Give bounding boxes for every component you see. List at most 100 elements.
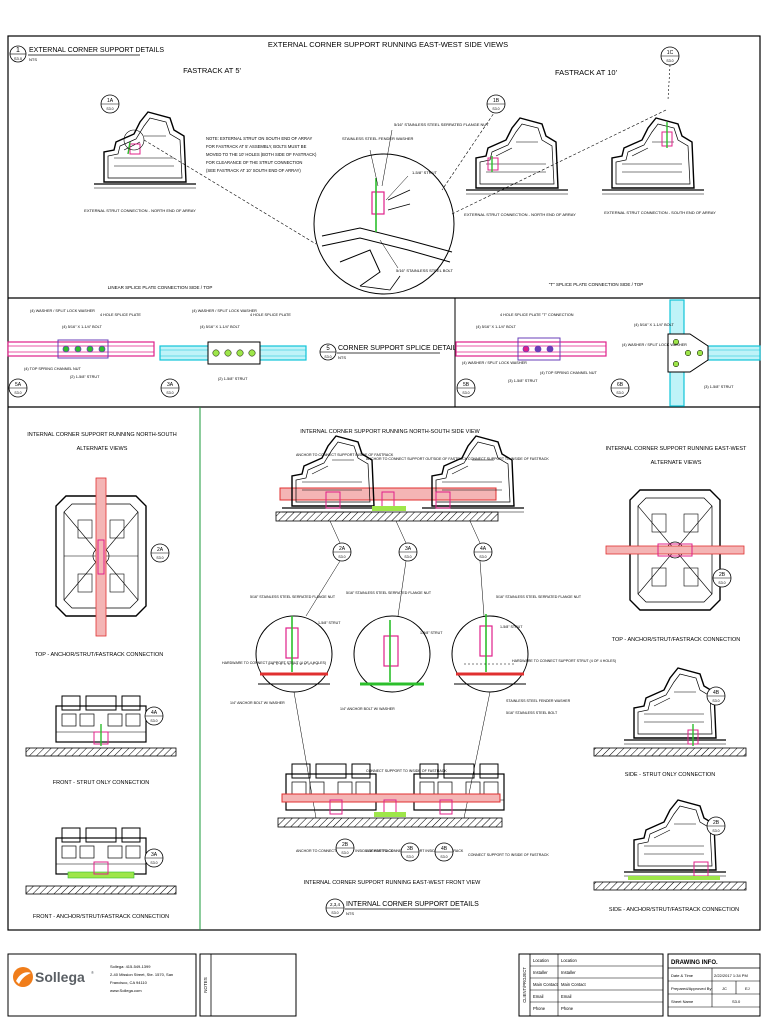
svg-text:CORNER SUPPORT SPLICE DETAILS: CORNER SUPPORT SPLICE DETAILS bbox=[338, 345, 462, 352]
right-side-view bbox=[623, 667, 727, 746]
tag-4b-right: 4B S3.0 bbox=[706, 686, 726, 706]
5a-strut-label: (2) 1-5/8" STRUT bbox=[70, 375, 100, 379]
left-top-caption: TOP - ANCHOR/STRUT/FASTRACK CONNECTION bbox=[35, 652, 163, 658]
tag-4a-mid: 4A S3.0 bbox=[473, 542, 493, 562]
svg-text:S3.0: S3.0 bbox=[106, 107, 113, 111]
tray-1a-side-view bbox=[93, 111, 197, 189]
6b-strut-label: (3) 1-5/8" STRUT bbox=[704, 385, 734, 389]
svg-text:NTS: NTS bbox=[346, 911, 354, 916]
ext-views-title: EXTERNAL CORNER SUPPORT RUNNING EAST-WES… bbox=[268, 40, 508, 49]
field-value-contact: Main Contact bbox=[561, 982, 587, 987]
svg-text:6B: 6B bbox=[617, 382, 624, 388]
svg-text:S3.0: S3.0 bbox=[150, 719, 157, 723]
svg-text:FOR CLEARANCE OF THE STRUT CON: FOR CLEARANCE OF THE STRUT CONNECTION bbox=[206, 160, 302, 165]
svg-text:S3.0: S3.0 bbox=[166, 391, 173, 395]
fastrack-10-label: FASTRACK AT 10' bbox=[555, 68, 618, 77]
field-label-phone: Phone bbox=[533, 1006, 546, 1011]
svg-text:S3.0: S3.0 bbox=[492, 107, 499, 111]
linear-splice-label: LINEAR SPLICE PLATE CONNECTION SIDE / TO… bbox=[108, 285, 213, 290]
right-title-1: INTERNAL CORNER SUPPORT RUNNING EAST-WES… bbox=[606, 446, 747, 452]
svg-text:2B: 2B bbox=[713, 820, 720, 826]
svg-text:1C: 1C bbox=[667, 50, 674, 56]
5b-strut-label: (3) 1-5/8" STRUT bbox=[508, 379, 538, 383]
mid-detail-circle-1 bbox=[255, 615, 333, 693]
tray-1c-side-view bbox=[601, 117, 705, 195]
mid-lbl-strut: 1-5/8" STRUT bbox=[318, 621, 341, 625]
svg-text:(SEE FASTRACK AT 10' SOUTH END: (SEE FASTRACK AT 10' SOUTH END OF ARRAY) bbox=[206, 168, 301, 173]
svg-text:4B: 4B bbox=[713, 690, 720, 696]
left-front2-caption: FRONT - ANCHOR/STRUT/FASTRACK CONNECTION bbox=[33, 914, 169, 920]
leader-3a-top bbox=[395, 520, 407, 544]
info-label-date: Date & Time bbox=[671, 973, 694, 978]
svg-text:5A: 5A bbox=[15, 382, 22, 388]
mid-lbl-conn2: CONNECT SUPPORT TO INSIDE OF FASTRACK bbox=[468, 853, 549, 857]
info-value-sheet: S3.0 bbox=[732, 999, 741, 1004]
svg-text:S3.0: S3.0 bbox=[156, 556, 163, 560]
3a-bolt-label: (4) 5/16" X 1-1/4" BOLT bbox=[200, 325, 240, 329]
5b-spring-label: (4) TOP SPRING CHANNEL NUT bbox=[540, 371, 598, 375]
tag-1b: 1B S3.0 bbox=[486, 94, 506, 114]
tag-2b-right-2: 2B S3.0 bbox=[706, 816, 726, 836]
leader-2a-top bbox=[329, 520, 341, 544]
ext-strut-north-2: EXTERNAL STRUT CONNECTION - NORTH END OF… bbox=[464, 212, 576, 217]
mid-lbl-anchor2: ANCHOR TO CONNECT SUPPORT OUTSIDE OF FAS… bbox=[366, 457, 468, 461]
mid-lbl-ss2: 5/16" STAINLESS STEEL SERRATED FLANGE NU… bbox=[346, 591, 432, 595]
splice-5b-strut bbox=[455, 337, 607, 361]
right-side2-view bbox=[623, 799, 727, 880]
tag-3a: 3A S3.0 bbox=[160, 378, 180, 398]
field-label-location: Location bbox=[533, 958, 550, 963]
tag-3b-mid: 3B S3.0 bbox=[400, 842, 420, 862]
5a-spring-label: (4) TOP SPRING CHANNEL NUT bbox=[24, 367, 82, 371]
svg-text:S3.0: S3.0 bbox=[338, 555, 345, 559]
right-side2-ground bbox=[593, 881, 747, 891]
svg-text:S3.0: S3.0 bbox=[712, 829, 719, 833]
t-splice-label: "T" SPLICE PLATE CONNECTION SIDE / TOP bbox=[549, 282, 643, 287]
svg-text:NOTE: EXTERNAL STRUT ON SOUTH: NOTE: EXTERNAL STRUT ON SOUTH END OF ARR… bbox=[206, 136, 312, 141]
addr-line-4: www.Sollega.com bbox=[110, 988, 142, 993]
mid-lbl-strut2: 1-5/8" STRUT bbox=[420, 631, 443, 635]
splice-6b-strut bbox=[667, 299, 761, 407]
mid-lbl-ss-fender: STAINLESS STEEL FENDER WASHER bbox=[506, 699, 571, 703]
drawing-info-box bbox=[667, 953, 761, 1017]
field-label-email: Email bbox=[533, 994, 544, 999]
6b-bolt-label: (4) 5/16" X 1-1/4" BOLT bbox=[634, 323, 674, 327]
client-rotated-label: CLIENT/PROJECT bbox=[522, 967, 527, 1003]
ext-strut-south: EXTERNAL STRUT CONNECTION - SOUTH END OF… bbox=[604, 210, 716, 215]
tag-4a-left: 4A S3.0 bbox=[144, 706, 164, 726]
mid-ew-front-view bbox=[277, 763, 505, 828]
mid-lbl-hardware-2: HARDWARE TO CONNECT SUPPORT STRUT (4 OF … bbox=[512, 659, 616, 663]
left-top-view bbox=[55, 477, 147, 637]
field-value-phone: Phone bbox=[561, 1006, 574, 1011]
tag-5a: 5A S3.0 bbox=[8, 378, 28, 398]
sheet-border bbox=[7, 35, 761, 931]
leader-2a-mid bbox=[305, 560, 341, 617]
mid-title: INTERNAL CORNER SUPPORT RUNNING NORTH-SO… bbox=[300, 429, 480, 435]
svg-text:2B: 2B bbox=[719, 572, 726, 578]
svg-text:S3.0: S3.0 bbox=[341, 851, 348, 855]
logo-wordmark: Sollega bbox=[35, 969, 85, 985]
left-front2-view bbox=[55, 827, 147, 879]
bottom-panel: INTERNAL CORNER SUPPORT RUNNING NORTH-SO… bbox=[25, 429, 747, 920]
tray-1b-side-view bbox=[465, 117, 569, 195]
svg-text:4A: 4A bbox=[151, 710, 158, 716]
mid-lbl-anchor: ANCHOR TO CONNECT SUPPORT INSIDE OF FAST… bbox=[296, 453, 394, 457]
left-front-caption: FRONT - STRUT ONLY CONNECTION bbox=[53, 780, 149, 786]
tag-3a-mid: 3A S3.0 bbox=[398, 542, 418, 562]
splice-3a-strut bbox=[159, 341, 307, 365]
detail-234-title: 2,3,4 S3.0 INTERNAL CORNER SUPPORT DETAI… bbox=[325, 898, 479, 918]
right-side-caption: SIDE - STRUT ONLY CONNECTION bbox=[625, 772, 715, 778]
field-value-email: Email bbox=[561, 994, 572, 999]
detail-1-title: 1 S3.0 EXTERNAL CORNER SUPPORT DETAILS N… bbox=[9, 45, 164, 63]
svg-text:1A: 1A bbox=[107, 98, 114, 104]
ext-strut-north-1: EXTERNAL STRUT CONNECTION - NORTH END OF… bbox=[84, 208, 196, 213]
top-panel: 1 S3.0 EXTERNAL CORNER SUPPORT DETAILS N… bbox=[9, 40, 716, 295]
info-value-approved: EJ bbox=[745, 986, 750, 991]
title-block: Sollega ® Sollega: 415-549-1399 2-40 Mis… bbox=[7, 953, 761, 1017]
mid-lbl-strut3: 1-5/8" STRUT bbox=[500, 625, 523, 629]
svg-text:4A: 4A bbox=[480, 546, 487, 552]
svg-text:1B: 1B bbox=[493, 98, 500, 104]
field-value-location: Location bbox=[561, 958, 578, 963]
6b-washer-label: (4) WASHER / SPLIT LOCK WASHER bbox=[622, 343, 687, 347]
fastrack-5-label: FASTRACK AT 5' bbox=[183, 66, 241, 75]
mid-front-title: INTERNAL CORNER SUPPORT RUNNING EAST-WES… bbox=[304, 880, 481, 886]
